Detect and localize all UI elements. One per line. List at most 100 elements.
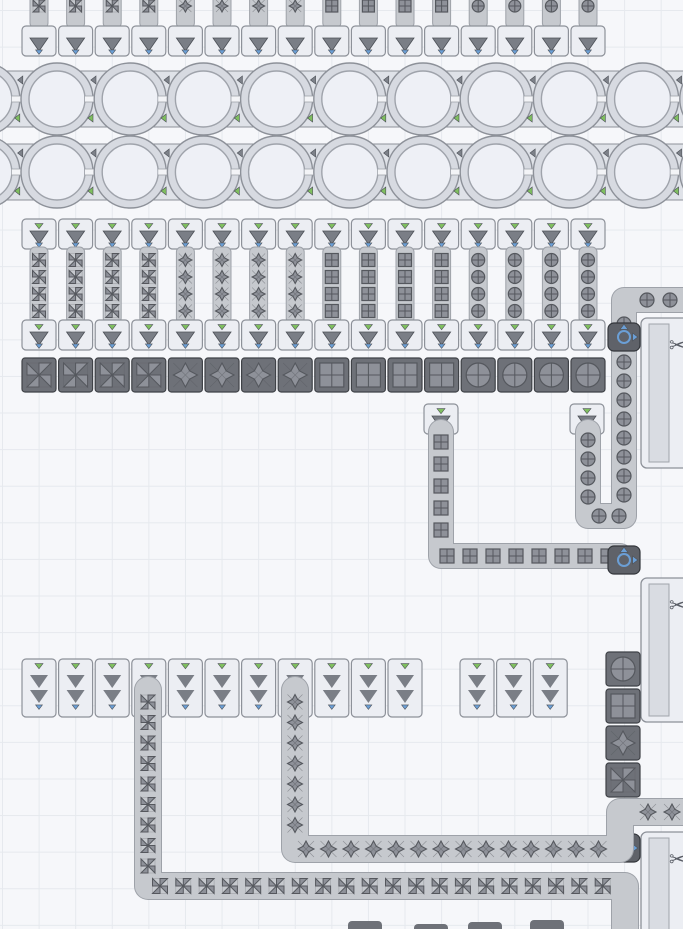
- storage-container[interactable]: [239, 62, 314, 136]
- cutter-3[interactable]: ✂: [640, 831, 683, 929]
- tunnel-exit-top[interactable]: [497, 25, 533, 57]
- tunnel-entrance[interactable]: [204, 218, 240, 250]
- tunnel-entrance-lower[interactable]: [314, 658, 350, 718]
- tunnel-exit-top[interactable]: [387, 25, 423, 57]
- tunnel-exit[interactable]: [497, 319, 533, 351]
- tunnel-exit-top[interactable]: [94, 25, 130, 57]
- storage-container[interactable]: [459, 62, 533, 136]
- storage-container[interactable]: [20, 62, 94, 136]
- cutter-2[interactable]: ✂: [640, 577, 683, 723]
- tunnel-entrance[interactable]: [57, 218, 94, 250]
- constant-signal-square[interactable]: [350, 357, 386, 393]
- tunnel-exit[interactable]: [533, 319, 570, 351]
- storage-container[interactable]: [166, 62, 241, 136]
- constant-signal-circle[interactable]: [533, 357, 570, 393]
- constant-signal-square[interactable]: [314, 357, 350, 393]
- constant-signal-pinwheel[interactable]: [21, 357, 57, 393]
- tunnel-exit[interactable]: [350, 319, 386, 351]
- tunnel-exit-top[interactable]: [424, 25, 460, 57]
- storage-container[interactable]: [386, 135, 460, 209]
- filter-circle[interactable]: [605, 651, 641, 687]
- tunnel-exit-top[interactable]: [533, 25, 570, 57]
- tunnel-entrance[interactable]: [497, 218, 533, 250]
- tunnel-entrance-lower[interactable]: [94, 658, 130, 718]
- tunnel-entrance[interactable]: [424, 218, 460, 250]
- tunnel-exit[interactable]: [387, 319, 423, 351]
- tunnel-exit[interactable]: [94, 319, 130, 351]
- tunnel-entrance-lower-right[interactable]: [459, 658, 495, 718]
- storage-container[interactable]: [93, 135, 167, 209]
- tunnel-entrance[interactable]: [314, 218, 350, 250]
- cutter-1[interactable]: ✂: [640, 317, 683, 469]
- constant-signal-circle[interactable]: [460, 357, 496, 393]
- tunnel-exit[interactable]: [167, 319, 203, 351]
- storage-container[interactable]: [313, 135, 387, 209]
- tunnel-exit[interactable]: [57, 319, 94, 351]
- tunnel-exit-top[interactable]: [570, 25, 606, 57]
- tunnel-entrance-lower[interactable]: [387, 658, 423, 718]
- constant-signal-pinwheel[interactable]: [94, 357, 130, 393]
- tunnel-entrance[interactable]: [387, 218, 423, 250]
- constant-signal-star[interactable]: [204, 357, 240, 393]
- constant-signal-star[interactable]: [241, 357, 277, 393]
- tunnel-entrance[interactable]: [277, 218, 313, 250]
- storage-container[interactable]: [679, 63, 683, 135]
- tunnel-exit-top[interactable]: [314, 25, 350, 57]
- storage-container[interactable]: [532, 135, 607, 209]
- storage-container[interactable]: [679, 136, 683, 208]
- tunnel-entrance-lower-right[interactable]: [496, 658, 532, 718]
- constant-signal-pinwheel[interactable]: [57, 357, 94, 393]
- tunnel-exit[interactable]: [21, 319, 57, 351]
- filter-pinwheel[interactable]: [605, 762, 641, 798]
- tunnel-entrance[interactable]: [167, 218, 203, 250]
- storage-container[interactable]: [605, 62, 680, 136]
- tunnel-exit[interactable]: [314, 319, 350, 351]
- constant-signal-circle[interactable]: [570, 357, 606, 393]
- tunnel-entrance[interactable]: [570, 218, 606, 250]
- constant-signal-star[interactable]: [277, 357, 313, 393]
- tunnel-entrance-lower[interactable]: [350, 658, 386, 718]
- tunnel-entrance[interactable]: [94, 218, 130, 250]
- tunnel-exit-top[interactable]: [21, 25, 57, 57]
- tunnel-exit-top[interactable]: [241, 25, 277, 57]
- splitter-1[interactable]: [607, 322, 641, 352]
- storage-container[interactable]: [313, 62, 387, 136]
- constant-signal-square[interactable]: [387, 357, 423, 393]
- tunnel-exit-top[interactable]: [167, 25, 203, 57]
- tunnel-entrance[interactable]: [241, 218, 277, 250]
- tunnel-entrance-lower[interactable]: [204, 658, 240, 718]
- tunnel-entrance[interactable]: [460, 218, 496, 250]
- constant-signal-star[interactable]: [167, 357, 203, 393]
- tunnel-exit[interactable]: [570, 319, 606, 351]
- storage-container[interactable]: [459, 135, 533, 209]
- tunnel-exit[interactable]: [424, 319, 460, 351]
- tunnel-entrance[interactable]: [533, 218, 570, 250]
- tunnel-entrance[interactable]: [131, 218, 167, 250]
- storage-container[interactable]: [239, 135, 314, 209]
- tunnel-exit-top[interactable]: [57, 25, 94, 57]
- tunnel-exit-top[interactable]: [350, 25, 386, 57]
- storage-container[interactable]: [532, 62, 607, 136]
- filter-square[interactable]: [605, 688, 641, 724]
- tunnel-entrance-lower[interactable]: [21, 658, 57, 718]
- tunnel-entrance[interactable]: [21, 218, 57, 250]
- storage-container[interactable]: [93, 62, 167, 136]
- storage-container[interactable]: [386, 62, 460, 136]
- splitter-2[interactable]: [607, 545, 641, 575]
- constant-signal-square[interactable]: [424, 357, 460, 393]
- filter-star[interactable]: [605, 725, 641, 761]
- tunnel-exit-top[interactable]: [277, 25, 313, 57]
- tunnel-exit-top[interactable]: [460, 25, 496, 57]
- tunnel-entrance-lower[interactable]: [57, 658, 94, 718]
- tunnel-exit[interactable]: [131, 319, 167, 351]
- tunnel-exit[interactable]: [241, 319, 277, 351]
- tunnel-exit[interactable]: [204, 319, 240, 351]
- tunnel-exit[interactable]: [460, 319, 496, 351]
- tunnel-entrance-lower-right[interactable]: [532, 658, 568, 718]
- tunnel-exit-top[interactable]: [204, 25, 240, 57]
- tunnel-entrance-lower[interactable]: [167, 658, 203, 718]
- tunnel-exit-top[interactable]: [131, 25, 167, 57]
- storage-container[interactable]: [20, 135, 94, 209]
